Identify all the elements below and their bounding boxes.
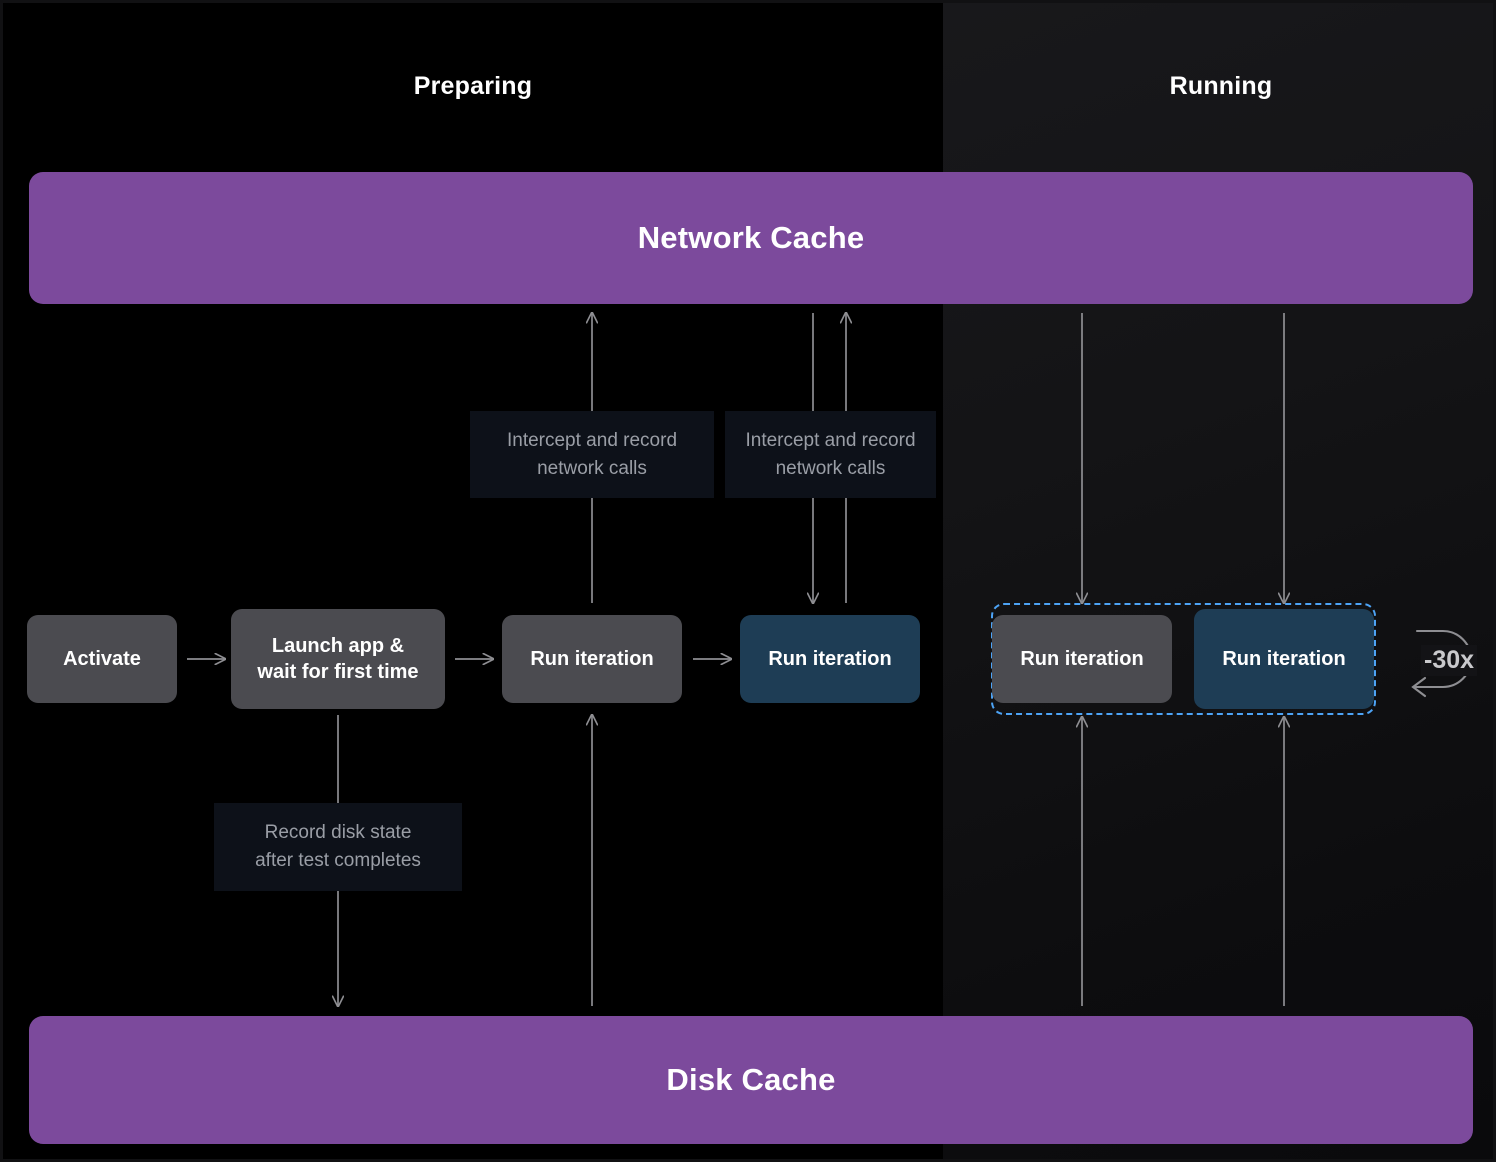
node-run-iteration-prep-2[interactable]: Run iteration — [740, 615, 920, 703]
note-line-1: Record disk state — [264, 822, 412, 844]
disk-cache-label: Disk Cache — [666, 1062, 836, 1097]
note-line-2: network calls — [775, 457, 886, 479]
node-activate[interactable]: Activate — [27, 615, 177, 703]
note-intercept-record-2: Intercept and record network calls — [725, 411, 936, 498]
node-label-line-2: wait for first time — [257, 661, 419, 683]
note-line-1: Intercept and record — [506, 429, 678, 451]
note-intercept-record-1: Intercept and record network calls — [470, 411, 714, 498]
node-launch-app[interactable]: Launch app & wait for first time — [231, 609, 445, 709]
node-run-iteration-running-1[interactable]: Run iteration — [992, 615, 1172, 703]
node-label: Run iteration — [1020, 647, 1144, 670]
disk-cache-bar: Disk Cache — [29, 1016, 1473, 1144]
node-run-iteration-prep-1[interactable]: Run iteration — [502, 615, 682, 703]
node-label-line-1: Launch app & — [271, 634, 405, 657]
loop-repeat-count: -30x — [1421, 645, 1478, 676]
node-run-iteration-running-2[interactable]: Run iteration — [1194, 609, 1374, 709]
column-title-running: Running — [1169, 72, 1273, 100]
loop-repeat-badge: -30x — [1403, 617, 1493, 713]
node-label: Run iteration — [1222, 647, 1346, 670]
network-cache-bar: Network Cache — [29, 172, 1473, 304]
node-label: Activate — [63, 647, 141, 670]
node-label: Run iteration — [530, 647, 654, 670]
column-title-preparing: Preparing — [413, 72, 533, 100]
network-cache-label: Network Cache — [637, 220, 865, 255]
note-line-2: after test completes — [255, 850, 421, 871]
note-record-disk-state: Record disk state after test completes — [214, 803, 462, 891]
note-line-2: network calls — [537, 457, 647, 479]
note-line-1: Intercept and record — [745, 429, 916, 451]
node-label: Run iteration — [768, 647, 892, 670]
